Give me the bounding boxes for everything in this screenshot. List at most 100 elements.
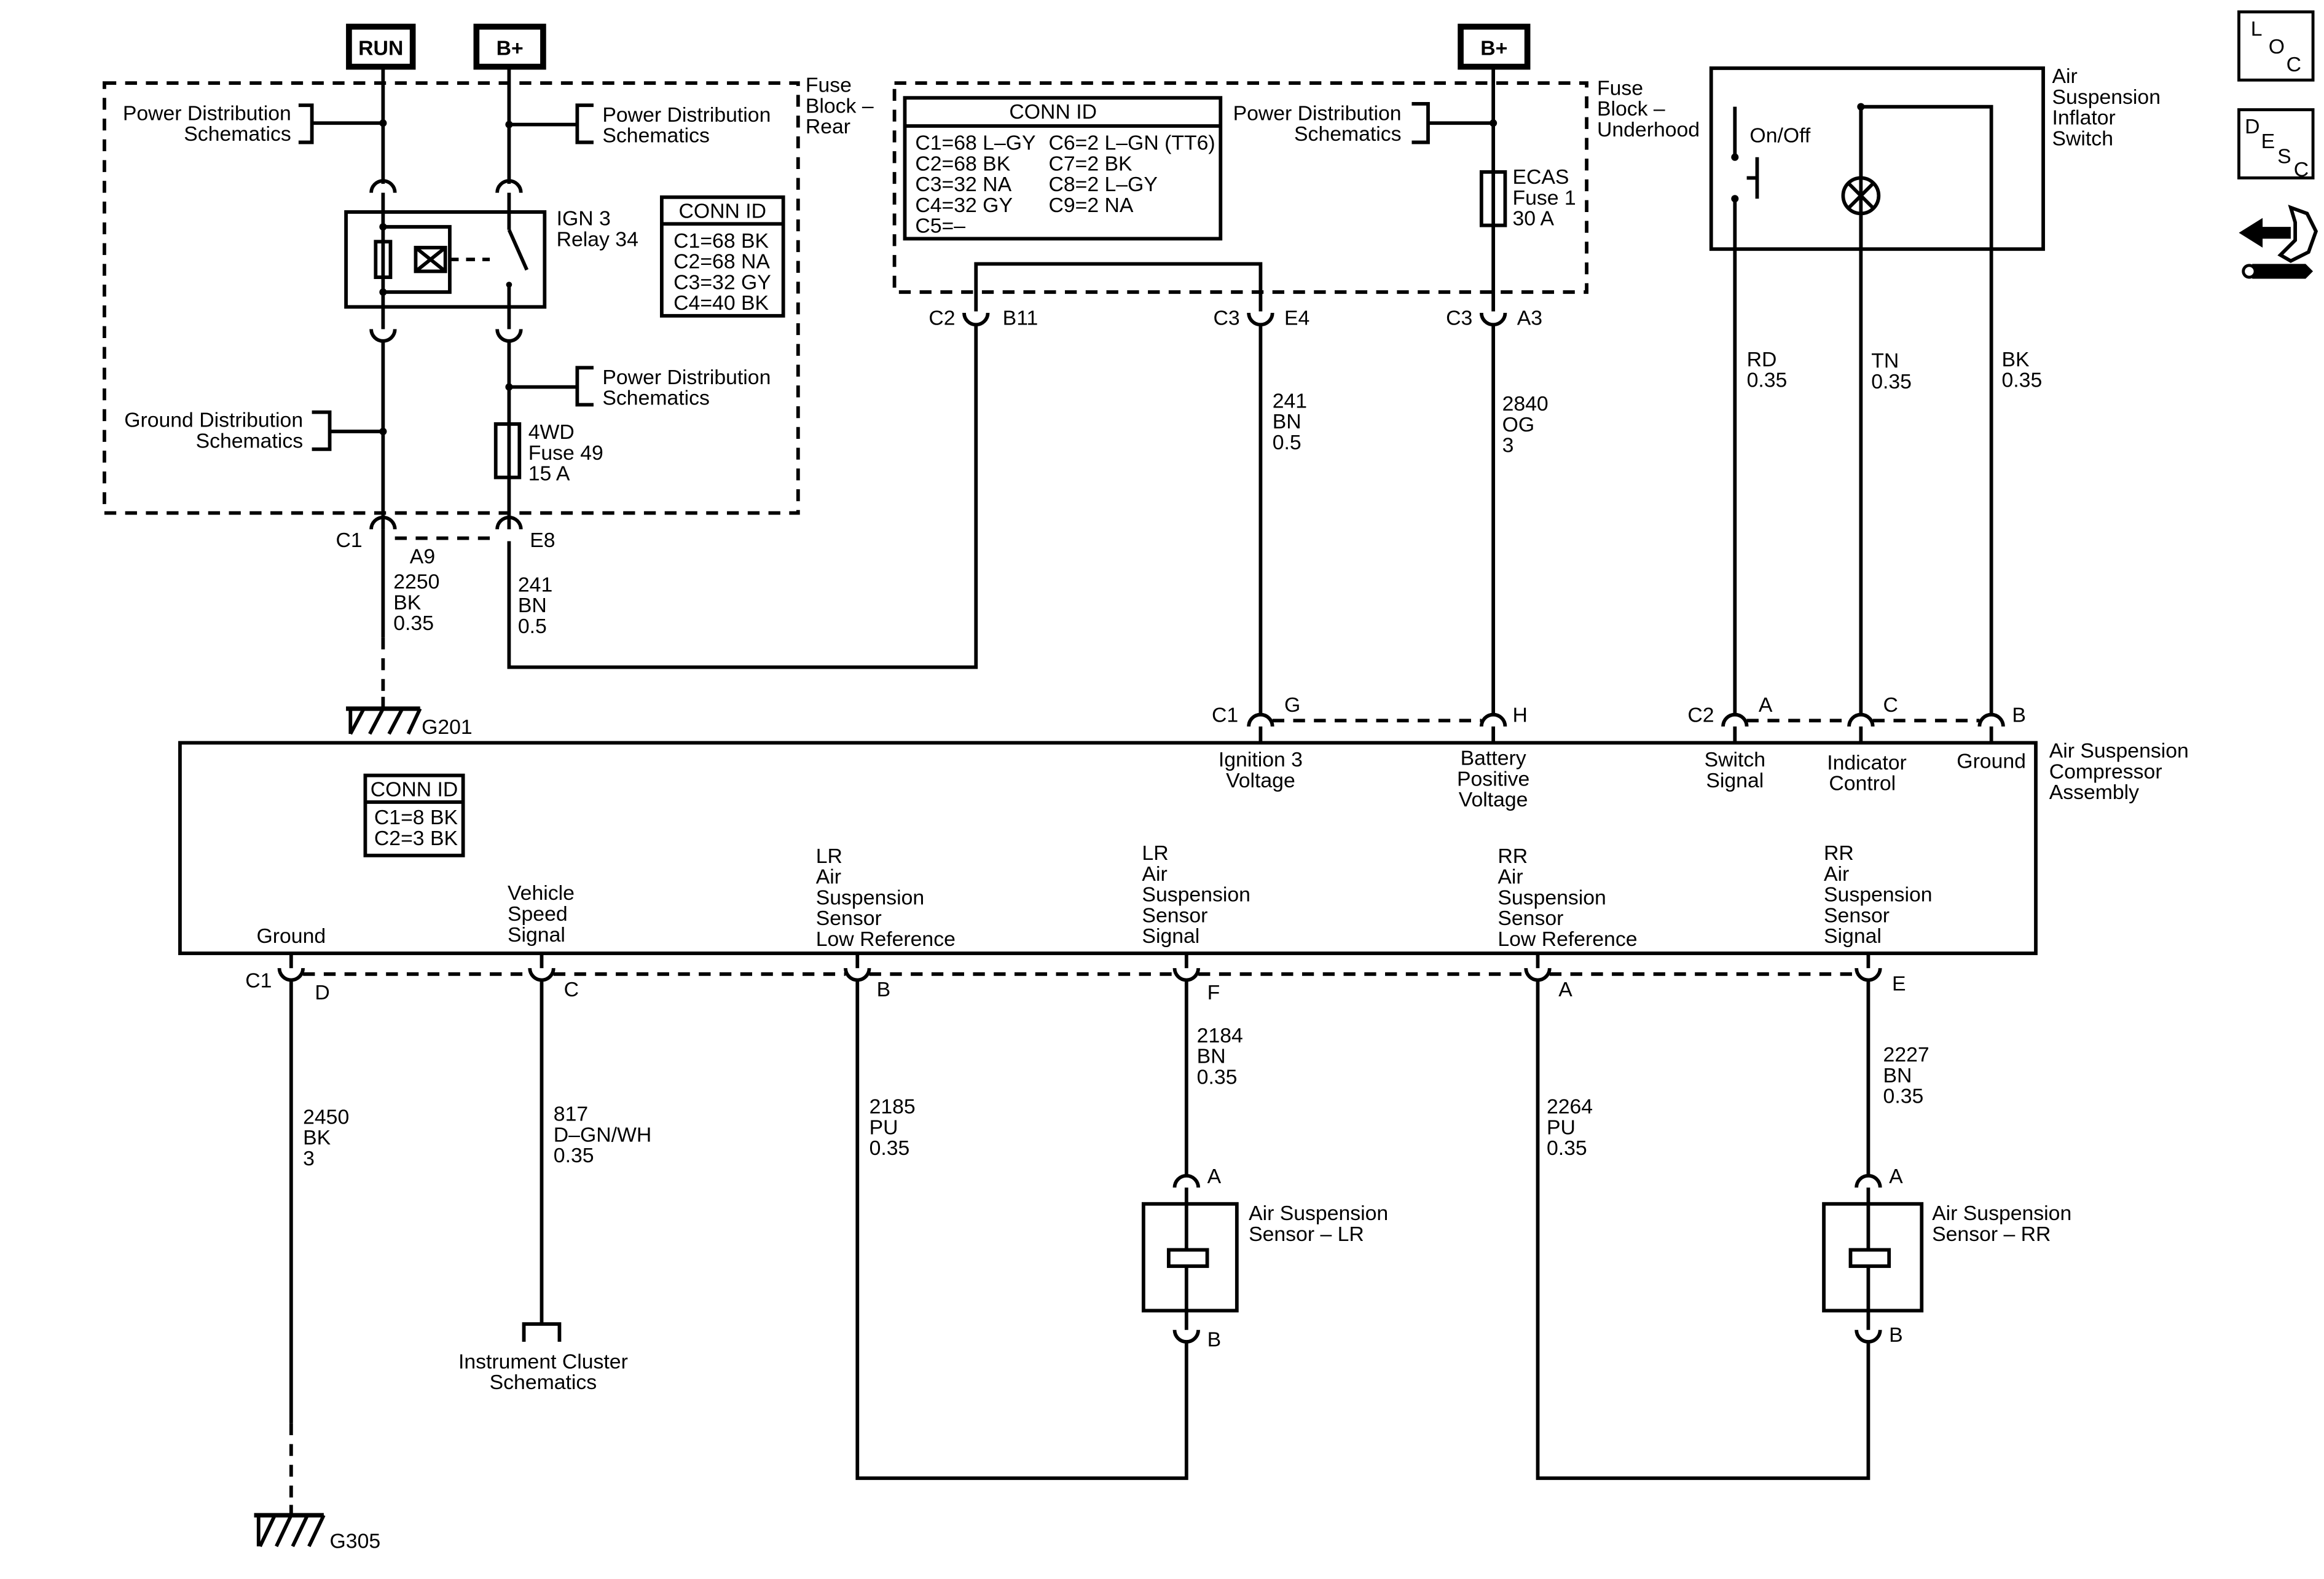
svg-text:LR: LR bbox=[816, 845, 842, 868]
svg-text:Underhood: Underhood bbox=[1597, 118, 1700, 141]
svg-text:Schematics: Schematics bbox=[184, 122, 291, 146]
connector-c1-bottom: C1 D C B F A E bbox=[245, 953, 1906, 1004]
svg-text:Power Distribution: Power Distribution bbox=[123, 101, 291, 125]
location-icon[interactable]: L O C bbox=[2237, 10, 2315, 82]
svg-text:C8=2 L–GY: C8=2 L–GY bbox=[1048, 173, 1157, 196]
description-icon[interactable]: D E S C bbox=[2237, 108, 2315, 182]
svg-text:2184: 2184 bbox=[1197, 1024, 1243, 1047]
svg-text:Air: Air bbox=[1824, 862, 1849, 886]
svg-text:0.5: 0.5 bbox=[518, 615, 547, 638]
svg-text:Air: Air bbox=[1142, 862, 1167, 886]
svg-text:0.35: 0.35 bbox=[1197, 1065, 1238, 1089]
connector-end-view-icon[interactable] bbox=[2239, 205, 2318, 279]
svg-text:O: O bbox=[2269, 35, 2285, 58]
svg-text:2185: 2185 bbox=[870, 1095, 916, 1119]
ground-g305: G305 bbox=[254, 1505, 380, 1553]
svg-text:Air Suspension: Air Suspension bbox=[2049, 739, 2189, 763]
svg-text:Suspension: Suspension bbox=[1498, 886, 1606, 909]
svg-text:F: F bbox=[1207, 981, 1220, 1004]
svg-text:G: G bbox=[1284, 693, 1300, 717]
svg-text:Fuse 1: Fuse 1 bbox=[1512, 186, 1576, 210]
svg-text:E8: E8 bbox=[530, 529, 555, 552]
svg-text:B+: B+ bbox=[1480, 36, 1507, 60]
svg-text:D: D bbox=[315, 981, 329, 1004]
svg-text:Ignition 3: Ignition 3 bbox=[1219, 748, 1303, 771]
svg-text:Signal: Signal bbox=[508, 923, 565, 947]
wire-2264: 2264 PU 0.35 bbox=[1536, 981, 1871, 1480]
svg-text:C: C bbox=[564, 978, 579, 1001]
svg-text:817: 817 bbox=[554, 1103, 588, 1126]
svg-text:Power Distribution: Power Distribution bbox=[602, 103, 771, 127]
svg-text:BN: BN bbox=[1197, 1045, 1226, 1068]
svg-text:Instrument Cluster: Instrument Cluster bbox=[458, 1350, 628, 1373]
svg-text:Ground: Ground bbox=[257, 924, 326, 948]
svg-text:Sensor: Sensor bbox=[1498, 907, 1563, 930]
svg-text:2227: 2227 bbox=[1883, 1043, 1929, 1066]
connector-c2-top: C2 A C B bbox=[1687, 693, 2026, 743]
svg-text:C1=68 BK: C1=68 BK bbox=[673, 229, 769, 253]
svg-text:B: B bbox=[1207, 1328, 1222, 1351]
svg-text:C3: C3 bbox=[1213, 306, 1239, 329]
svg-text:Schematics: Schematics bbox=[602, 387, 710, 410]
svg-text:Air: Air bbox=[1498, 865, 1523, 889]
svg-text:CONN ID: CONN ID bbox=[678, 200, 766, 223]
run-power-source: RUN bbox=[346, 23, 416, 70]
fuse-block-underhood: Fuse Block – Underhood CONN ID C1=68 L–G… bbox=[892, 66, 1700, 312]
svg-text:Relay 34: Relay 34 bbox=[557, 227, 638, 251]
svg-text:Rear: Rear bbox=[806, 115, 850, 138]
svg-text:Low Reference: Low Reference bbox=[1498, 927, 1637, 951]
svg-text:C3=32 GY: C3=32 GY bbox=[673, 270, 771, 294]
svg-text:CONN ID: CONN ID bbox=[371, 778, 458, 801]
svg-text:C2: C2 bbox=[1687, 704, 1714, 727]
svg-text:3: 3 bbox=[1502, 434, 1514, 457]
svg-text:C3=32 NA: C3=32 NA bbox=[915, 173, 1011, 196]
svg-text:Power Distribution: Power Distribution bbox=[1233, 101, 1402, 125]
svg-text:BK: BK bbox=[303, 1126, 331, 1149]
svg-text:TN: TN bbox=[1871, 349, 1899, 372]
air-suspension-inflator-switch: Air Suspension Inflator Switch On/Off bbox=[1709, 65, 2161, 715]
svg-text:Schematics: Schematics bbox=[1294, 122, 1402, 146]
svg-text:OG: OG bbox=[1502, 413, 1535, 436]
svg-text:A: A bbox=[1558, 978, 1572, 1001]
svg-text:RR: RR bbox=[1824, 841, 1854, 865]
svg-text:C6=2 L–GN (TT6): C6=2 L–GN (TT6) bbox=[1048, 132, 1215, 155]
instrument-cluster-reference: Instrument Cluster Schematics bbox=[458, 1350, 628, 1394]
svg-text:C: C bbox=[1883, 693, 1898, 717]
svg-text:241: 241 bbox=[518, 573, 552, 596]
svg-text:241: 241 bbox=[1273, 389, 1307, 412]
svg-text:A3: A3 bbox=[1517, 306, 1542, 329]
ground-g201: G201 bbox=[346, 696, 473, 739]
svg-text:30 A: 30 A bbox=[1512, 207, 1554, 230]
svg-text:Battery: Battery bbox=[1461, 747, 1526, 770]
svg-text:PU: PU bbox=[1547, 1116, 1576, 1139]
svg-text:A9: A9 bbox=[410, 545, 435, 569]
svg-text:IGN 3: IGN 3 bbox=[557, 207, 611, 230]
svg-text:E: E bbox=[1892, 972, 1906, 995]
svg-text:0.35: 0.35 bbox=[1871, 370, 1912, 393]
svg-text:Voltage: Voltage bbox=[1459, 788, 1528, 811]
svg-text:Suspension: Suspension bbox=[2052, 85, 2161, 109]
svg-text:Fuse: Fuse bbox=[1597, 76, 1643, 100]
svg-text:4WD: 4WD bbox=[528, 420, 575, 444]
svg-text:B: B bbox=[1889, 1323, 1903, 1347]
svg-text:Speed: Speed bbox=[508, 902, 568, 926]
svg-text:C4=40 BK: C4=40 BK bbox=[673, 291, 769, 315]
svg-text:Switch: Switch bbox=[2052, 127, 2113, 150]
svg-text:LR: LR bbox=[1142, 841, 1168, 865]
svg-text:Control: Control bbox=[1829, 772, 1896, 795]
svg-text:C4=32 GY: C4=32 GY bbox=[915, 194, 1013, 217]
svg-text:RUN: RUN bbox=[358, 36, 403, 60]
connector-c3-a3: C3 A3 bbox=[1446, 306, 1542, 329]
svg-text:0.35: 0.35 bbox=[1747, 369, 1788, 392]
svg-text:Fuse 49: Fuse 49 bbox=[528, 441, 603, 465]
svg-text:C: C bbox=[2287, 53, 2301, 76]
wire-bk: BK 0.35 bbox=[2002, 348, 2043, 392]
svg-text:Signal: Signal bbox=[1142, 924, 1199, 948]
svg-text:A: A bbox=[1889, 1165, 1903, 1188]
svg-text:Voltage: Voltage bbox=[1226, 769, 1295, 792]
svg-text:Inflator: Inflator bbox=[2052, 106, 2116, 130]
wire-2840: 2840 OG 3 bbox=[1491, 325, 1549, 715]
svg-text:A: A bbox=[1759, 693, 1773, 717]
svg-text:Ground Distribution: Ground Distribution bbox=[124, 409, 303, 432]
